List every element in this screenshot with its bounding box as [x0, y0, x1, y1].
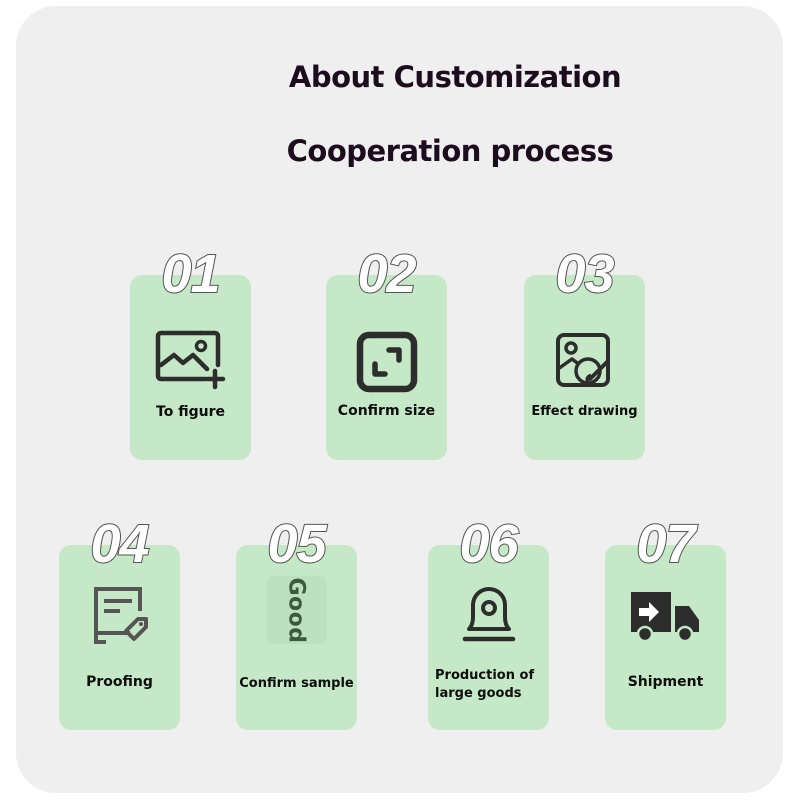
good-stamp-box: Good	[266, 576, 327, 644]
step-label: Production of large goods	[435, 667, 549, 703]
add-image-icon	[130, 325, 251, 395]
good-stamp-text: Good	[284, 576, 310, 644]
step-label: Effect drawing	[531, 404, 638, 419]
step-label: Shipment	[627, 674, 704, 690]
image-paint-icon	[524, 327, 645, 397]
step-number: 05	[266, 514, 327, 574]
step-card-02: 02 Confirm size	[326, 244, 447, 460]
step-card-01: 01 To figure	[130, 244, 251, 460]
step-label: To figure	[156, 404, 225, 420]
step-label: Confirm sample	[239, 676, 354, 691]
step-number: 03	[554, 244, 615, 304]
step-label: Proofing	[86, 674, 153, 690]
document-tag-icon	[59, 581, 180, 651]
step-card-06: 06 Production of large goods	[428, 514, 549, 730]
step-card-05: 05 Good Confirm sample	[236, 514, 357, 730]
page-subtitle: Cooperation process	[286, 134, 614, 168]
step-card-04: 04 Proofing	[59, 514, 180, 730]
page-title: About Customization	[288, 60, 622, 94]
resize-square-icon	[326, 327, 447, 397]
step-number: 07	[635, 514, 696, 574]
step-number: 01	[160, 244, 221, 304]
alarm-bell-icon	[428, 577, 549, 647]
delivery-truck-icon	[605, 583, 726, 653]
step-card-03: 03 Effect drawing	[524, 244, 645, 460]
step-card-07: 07 Shipment	[605, 514, 726, 730]
good-stamp-icon: Good	[236, 575, 357, 645]
step-number: 02	[356, 244, 417, 304]
step-label: Confirm size	[337, 403, 436, 419]
step-number: 04	[89, 514, 150, 574]
step-number: 06	[458, 514, 519, 574]
step-label-line1: Production of	[435, 668, 535, 683]
step-label-line2: large goods	[435, 686, 522, 701]
